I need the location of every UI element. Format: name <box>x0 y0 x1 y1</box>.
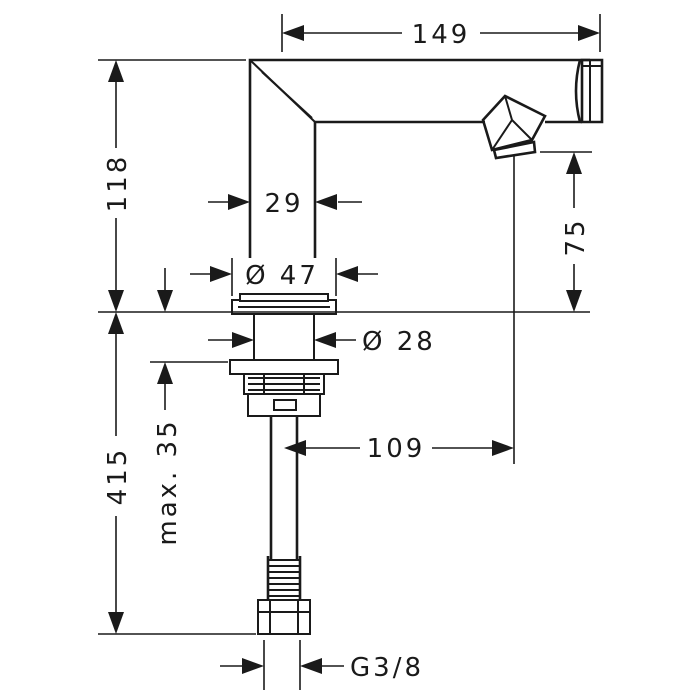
dimension-labels: 149 29 Ø 47 Ø 28 118 75 415 max. 35 109 … <box>100 18 591 683</box>
dim-spout-height: 75 <box>561 217 591 256</box>
dim-shank-diameter: Ø 28 <box>362 327 436 357</box>
dim-reach: 109 <box>367 434 426 464</box>
dim-height-above-deck: 118 <box>103 154 133 213</box>
dim-width-total: 149 <box>412 20 471 50</box>
dim-max-thickness: max. 35 <box>153 418 183 545</box>
dim-connection-thread: G3/8 <box>350 653 424 683</box>
dim-body-diameter: Ø 47 <box>245 261 319 291</box>
dim-length-below-deck: 415 <box>103 447 133 506</box>
dimension-lines <box>98 14 601 690</box>
faucet-body <box>229 58 604 635</box>
dim-spout-width: 29 <box>264 189 303 219</box>
